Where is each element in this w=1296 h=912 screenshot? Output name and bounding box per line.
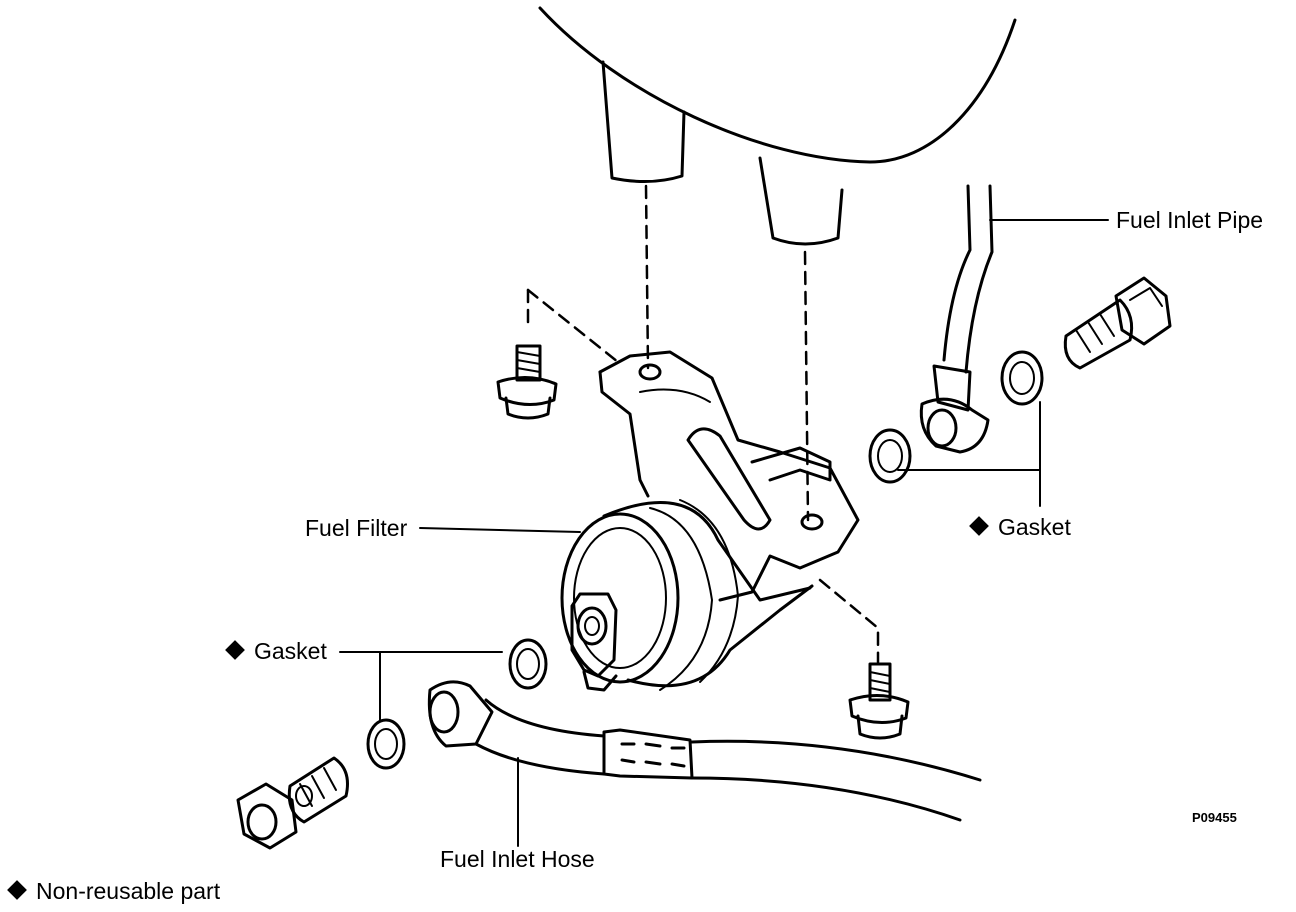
gasket-right-inner xyxy=(868,428,912,484)
union-bolt-right xyxy=(1063,276,1172,370)
gasket-left-lower xyxy=(366,718,406,770)
diamond-icon xyxy=(969,516,989,536)
fuel-inlet-hose xyxy=(427,680,982,822)
label-gasket-left-wrap: Gasket xyxy=(225,638,327,664)
label-fuel-inlet-hose: Fuel Inlet Hose xyxy=(440,846,595,872)
legend-text: Non-reusable part xyxy=(36,878,221,904)
union-bolt-left xyxy=(236,756,349,850)
fuel-inlet-pipe xyxy=(919,184,994,454)
fuel-filter-body xyxy=(560,499,814,692)
label-fuel-filter: Fuel Filter xyxy=(305,515,408,541)
filter-bracket xyxy=(598,350,860,602)
figure-code: P09455 xyxy=(1192,810,1237,825)
mounting-bolt-lower xyxy=(848,662,910,740)
label-gasket-right-wrap: Gasket xyxy=(969,514,1071,540)
leader-gasket-left xyxy=(339,651,503,721)
label-fuel-inlet-pipe: Fuel Inlet Pipe xyxy=(1116,207,1264,233)
alignment-lines xyxy=(526,184,880,664)
diamond-icon xyxy=(225,640,245,660)
gasket-right-outer xyxy=(1000,350,1044,406)
diamond-icon xyxy=(7,880,27,900)
mounting-bolt-upper xyxy=(496,344,558,420)
gasket-left-upper xyxy=(508,638,548,690)
leader-gasket-right xyxy=(897,401,1041,507)
label-gasket-right: Gasket xyxy=(998,514,1071,540)
tank-body xyxy=(538,6,1017,246)
legend: Non-reusable part xyxy=(7,878,221,904)
label-gasket-left: Gasket xyxy=(254,638,327,664)
leader-fuel-filter xyxy=(419,527,581,533)
